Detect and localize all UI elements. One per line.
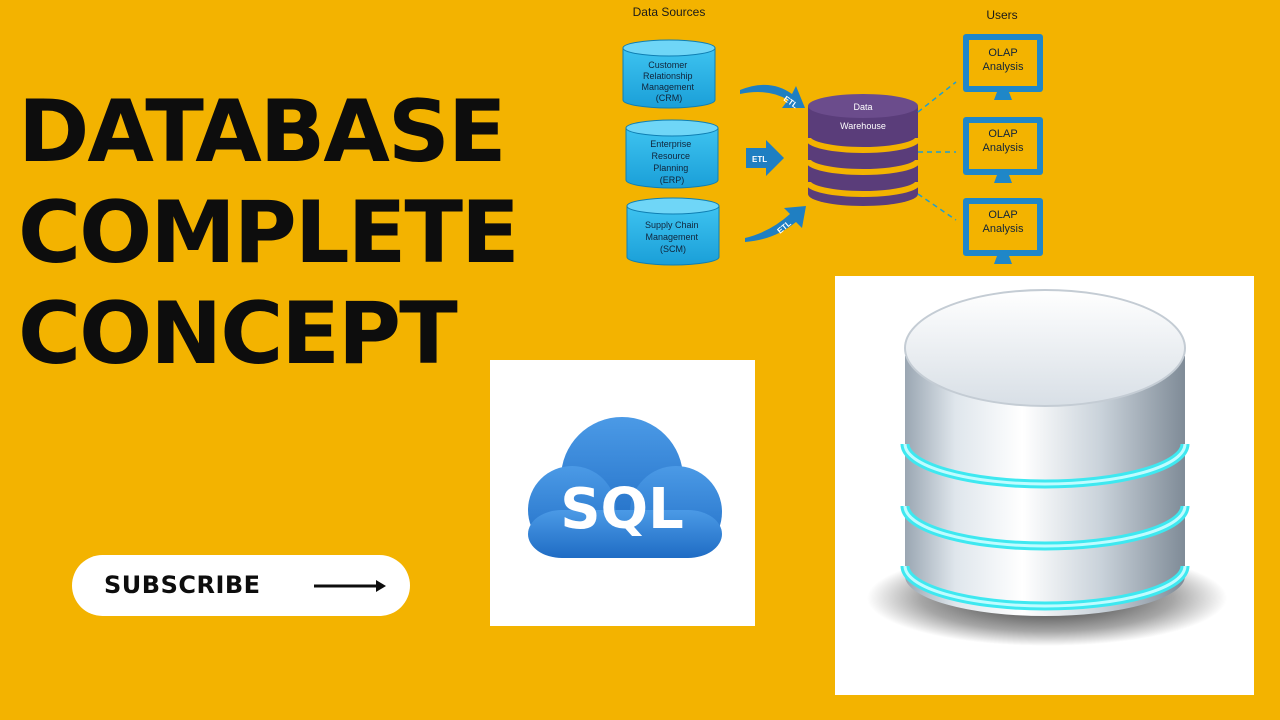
- title-line-3: CONCEPT: [18, 284, 458, 384]
- erp-line-3: Planning: [653, 163, 688, 173]
- data-warehouse-cylinder: Data Warehouse: [805, 94, 921, 206]
- svg-text:Enterprise Resource: Enterprise Resource Planning (ERP): [650, 139, 694, 185]
- database-icon: [867, 289, 1227, 646]
- user-monitor-2: OLAP Analysis: [963, 117, 1043, 183]
- cloud-icon: [528, 417, 722, 558]
- subscribe-label: SUBSCRIBE: [104, 571, 261, 599]
- crm-line-4: (CRM): [656, 93, 683, 103]
- sql-cloud-card: SQL: [490, 360, 755, 626]
- olap-3-line-1: OLAP: [988, 209, 1017, 221]
- title-line-2: COMPLETE: [18, 183, 520, 283]
- svg-text:ETL: ETL: [752, 155, 767, 164]
- crm-line-1: Customer: [648, 60, 687, 70]
- erp-line-4: (ERP): [660, 175, 685, 185]
- video-title: DATABASE COMPLETE CONCEPT: [18, 82, 520, 385]
- etl-arrow-top: ETL: [740, 84, 805, 110]
- data-warehouse-diagram: Data Sources Users Customer Relationship…: [622, 5, 1043, 266]
- etl-arrow-bottom: ETL: [745, 206, 806, 242]
- etl-arrow-middle: ETL: [746, 140, 784, 176]
- svg-text:Supply Chain Management: Supply Chain Management (SCM): [645, 220, 701, 254]
- erp-line-2: Resource: [651, 151, 690, 161]
- database-card: [835, 276, 1254, 695]
- olap-3-line-2: Analysis: [983, 223, 1024, 235]
- olap-1-line-2: Analysis: [983, 61, 1024, 73]
- connector-lines: [917, 81, 957, 221]
- crm-line-2: Relationship: [643, 71, 693, 81]
- sql-logo-text: SQL: [560, 477, 684, 542]
- sql-cloud-logo: SQL: [528, 417, 722, 558]
- user-monitor-1: OLAP Analysis: [963, 34, 1043, 100]
- crm-line-3: Management: [641, 82, 694, 92]
- user-monitor-3: OLAP Analysis: [963, 198, 1043, 264]
- scm-line-1: Supply Chain: [645, 220, 699, 230]
- source-erp-cylinder: Enterprise Resource Planning (ERP): [625, 119, 719, 189]
- subscribe-button[interactable]: SUBSCRIBE: [72, 555, 410, 616]
- data-sources-heading: Data Sources: [633, 5, 706, 19]
- svg-text:Customer Relationship: Customer Relationship Management (CRM): [641, 60, 696, 103]
- olap-1-line-1: OLAP: [988, 47, 1017, 59]
- scm-line-2: Management: [645, 232, 698, 242]
- olap-2-line-1: OLAP: [988, 128, 1017, 140]
- title-line-1: DATABASE: [18, 82, 507, 182]
- source-crm-cylinder: Customer Relationship Management (CRM): [622, 39, 716, 109]
- warehouse-label-line-2: Warehouse: [840, 121, 886, 131]
- source-scm-cylinder: Supply Chain Management (SCM): [626, 197, 720, 266]
- scm-line-3: (SCM): [660, 244, 686, 254]
- users-heading: Users: [986, 8, 1017, 22]
- arrow-right-icon: [314, 580, 386, 592]
- erp-line-1: Enterprise: [650, 139, 691, 149]
- olap-2-line-2: Analysis: [983, 142, 1024, 154]
- warehouse-label-line-1: Data: [853, 102, 872, 112]
